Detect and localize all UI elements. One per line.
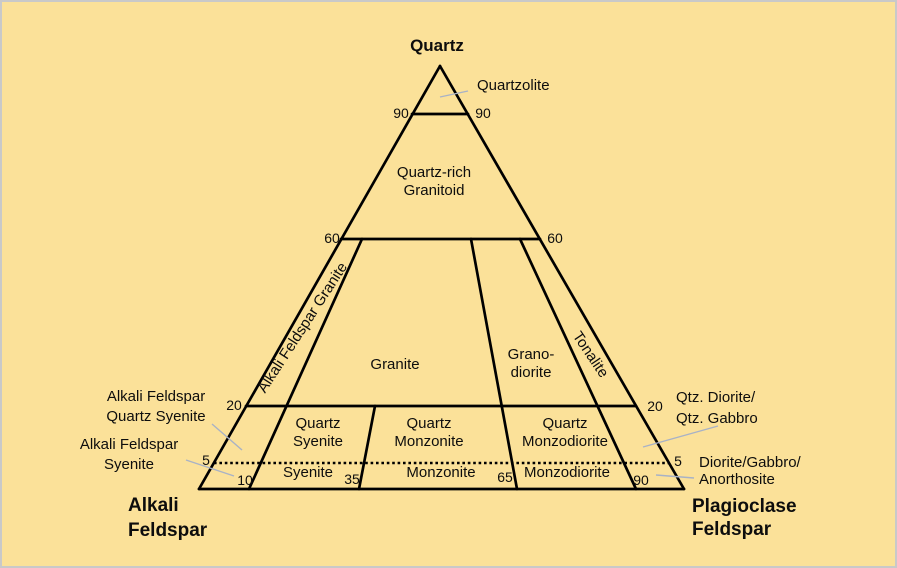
triangle-right-edge bbox=[438, 64, 686, 491]
field-label-syenite: Syenite bbox=[282, 464, 334, 481]
apex-label-quartz: Quartz bbox=[410, 36, 464, 55]
tick-quartz-20-left: 20 bbox=[226, 397, 242, 413]
ratio-90-line bbox=[518, 237, 638, 491]
corner-label-plagioclase-line1: Plagioclase bbox=[692, 496, 797, 517]
outside-label-alkali-feldspar-quartz-syenite: Alkali Feldspar Quartz Syenite bbox=[106, 387, 205, 427]
field-label-granite: Granite bbox=[370, 356, 420, 373]
tick-quartz-60-left: 60 bbox=[324, 230, 340, 246]
leader-alkali-feldspar-quartz-syenite bbox=[211, 423, 243, 451]
qdqg-line1: Qtz. Diorite/ bbox=[676, 389, 756, 406]
afqs-line1: Alkali Feldspar bbox=[106, 388, 206, 405]
corner-label-alkali-feldspar-line1: Alkali bbox=[128, 495, 179, 516]
field-label-quartz-syenite: Quartz Syenite bbox=[293, 415, 343, 451]
field-label-quartzolite: Quartzolite bbox=[477, 77, 550, 94]
field-label-granodiorite: Grano- diorite bbox=[508, 346, 555, 382]
tick-ratio-10: 10 bbox=[237, 472, 253, 488]
outside-label-alkali-feldspar-syenite: Alkali Feldspar Syenite bbox=[80, 435, 178, 475]
tick-quartz-90-left: 90 bbox=[393, 105, 409, 121]
tick-quartz-5-right: 5 bbox=[674, 453, 682, 469]
field-label-quartz-monzodiorite: Quartz Monzodiorite bbox=[522, 415, 608, 451]
field-label-quartz-syenite-line2: Syenite bbox=[292, 433, 344, 450]
field-label-monzodiorite: Monzodiorite bbox=[524, 464, 610, 481]
afqs-line2: Quartz Syenite bbox=[106, 408, 206, 425]
corner-label-alkali-feldspar: Alkali Feldspar bbox=[128, 493, 207, 543]
corner-label-plagioclase-feldspar: Plagioclase Feldspar bbox=[692, 495, 797, 541]
leader-quartzolite bbox=[439, 90, 469, 98]
tick-quartz-90-right: 90 bbox=[475, 105, 491, 121]
field-label-granodiorite-line1: Grano- bbox=[507, 346, 555, 363]
field-label-quartz-monzonite-line2: Monzonite bbox=[394, 433, 464, 450]
field-label-granodiorite-line2: diorite bbox=[510, 364, 552, 381]
tick-ratio-65: 65 bbox=[497, 469, 513, 485]
tick-quartz-20-right: 20 bbox=[647, 398, 663, 414]
field-label-quartz-monzodiorite-line1: Quartz bbox=[542, 415, 588, 432]
afs-line2: Syenite bbox=[103, 456, 155, 473]
field-label-quartz-monzonite-line1: Quartz bbox=[406, 415, 452, 432]
tick-quartz-5-left: 5 bbox=[202, 452, 210, 468]
outside-label-diorite-gabbro-anorthosite: Diorite/Gabbro/ Anorthosite bbox=[699, 454, 801, 488]
leader-qtz-diorite-gabbro bbox=[642, 425, 719, 448]
dga-line2: Anorthosite bbox=[699, 471, 775, 488]
field-label-quartz-monzonite: Quartz Monzonite bbox=[394, 415, 463, 451]
field-label-quartz-rich-granitoid-line2: Granitoid bbox=[403, 182, 465, 199]
tick-quartz-60-right: 60 bbox=[547, 230, 563, 246]
ratio-65-line bbox=[469, 237, 519, 491]
corner-label-plagioclase-line2: Feldspar bbox=[692, 519, 772, 540]
tick-ratio-35: 35 bbox=[344, 471, 360, 487]
corner-label-alkali-feldspar-line2: Feldspar bbox=[128, 520, 208, 541]
field-label-quartz-rich-granitoid-line1: Quartz-rich bbox=[396, 164, 472, 181]
ratio-35-line bbox=[357, 404, 377, 491]
leader-diorite-gabbro-anorthosite bbox=[655, 474, 695, 479]
afs-line1: Alkali Feldspar bbox=[79, 436, 179, 453]
field-label-monzonite: Monzonite bbox=[406, 464, 476, 481]
outside-label-qtz-diorite-gabbro: Qtz. Diorite/ Qtz. Gabbro bbox=[676, 387, 758, 429]
field-label-quartz-monzodiorite-line2: Monzodiorite bbox=[522, 433, 608, 450]
tick-ratio-90: 90 bbox=[633, 472, 649, 488]
triangle-left-edge bbox=[197, 64, 442, 491]
qdqg-line2: Qtz. Gabbro bbox=[676, 410, 758, 427]
dga-line1: Diorite/Gabbro/ bbox=[699, 454, 801, 471]
field-label-quartz-rich-granitoid: Quartz-rich Granitoid bbox=[397, 164, 471, 200]
field-label-quartz-syenite-line1: Quartz bbox=[295, 415, 341, 432]
leader-alkali-feldspar-syenite bbox=[185, 459, 235, 477]
ratio-10-line bbox=[247, 237, 364, 491]
